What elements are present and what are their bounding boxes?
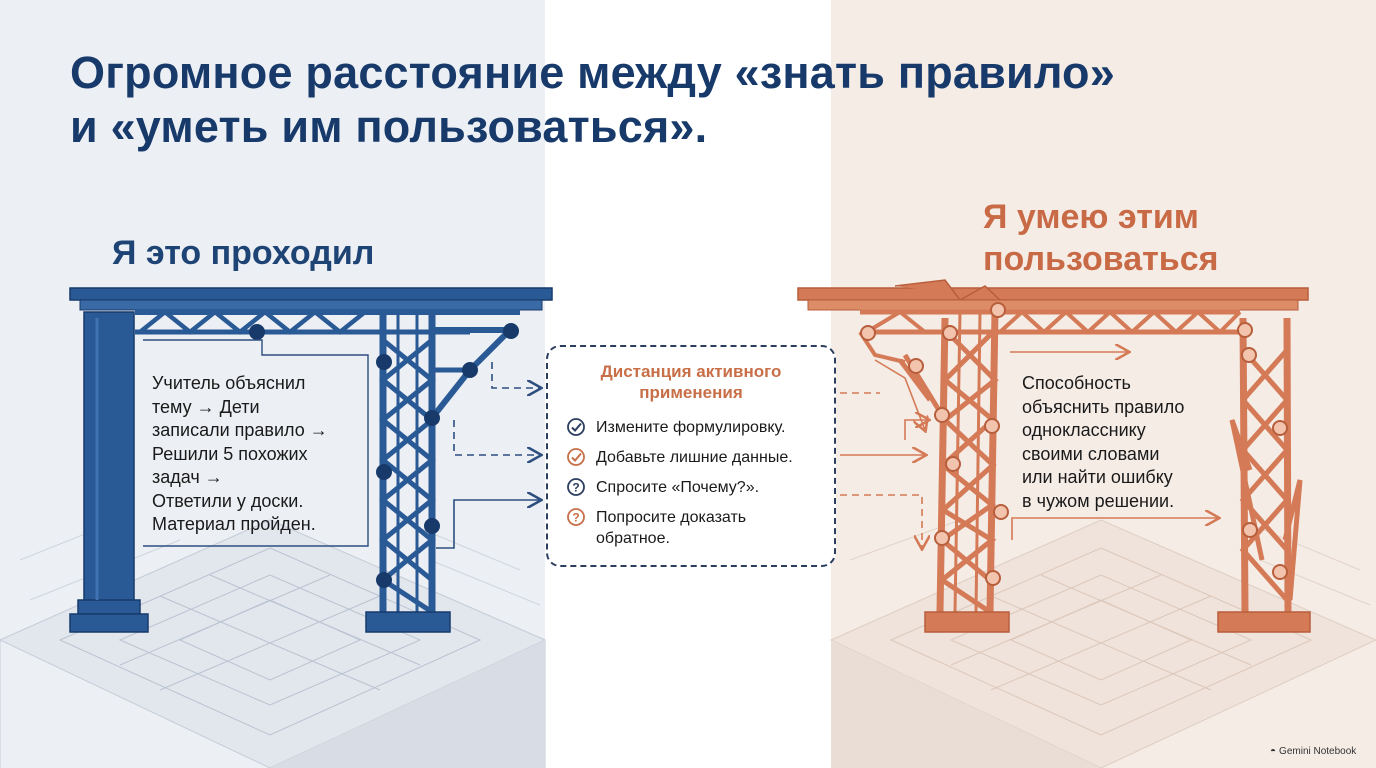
right-heading-line-1: Я умею этим [983,198,1199,236]
orange-structure [797,279,1311,633]
check-circle-icon [567,418,585,436]
right-description-line: своими словами [1022,443,1160,464]
left-heading: Я это проходил [112,234,375,272]
right-heading-line-2: пользоваться [983,240,1219,278]
question-circle-icon: ? [567,478,585,496]
box-title: Дистанция активного применения [548,361,834,403]
check-circle-icon [567,448,585,466]
watermark: ◓Gemini Notebook [1270,746,1356,757]
tip-text-line: Измените формулировку. [596,419,786,436]
blue-beam-cap [79,299,543,311]
orange-truss [858,309,1242,364]
orange-beam-cap [807,299,1299,311]
left-description-line: Материал пройден. [152,514,316,534]
left-description-line: задач → [152,467,223,487]
blue-tower-base [365,611,451,633]
tip-text: Измените формулировку. [596,417,785,438]
svg-text:?: ? [572,511,579,525]
right-description-line: или найти ошибку [1022,467,1173,487]
orange-tower-right [1229,317,1303,613]
right-description-line: Способность [1022,373,1131,393]
box-title-line-2: применения [639,383,743,402]
page-title-line-2: и «уметь им пользоваться». [70,101,708,152]
tip-text: Попросите доказать обратное. [596,507,746,549]
right-description-line: объяснить правило [1022,396,1185,417]
left-description-line: Решили 5 похожих [152,443,308,464]
left-floor-plan [0,519,547,768]
list-item: Измените формулировку. [566,417,793,438]
tip-text-line: Спросите «Почему?». [596,479,760,496]
right-description-line: в чужом решении. [1022,490,1175,511]
left-description-line: Учитель объяснил [152,373,306,393]
blue-structure [69,287,553,633]
page-title-line-1: Огромное расстояние между «знать правило… [70,47,1115,98]
orange-joints [860,302,1288,586]
orange-top-beam [797,287,1309,301]
svg-text:?: ? [572,481,579,495]
left-description-line: Ответили у доски. [152,490,304,511]
tip-text-line: Добавьте лишние данные. [596,449,793,466]
tip-text-line: обратное. [596,530,670,547]
list-item: Добавьте лишние данные. [566,447,793,468]
left-description-line: записали правило → [152,420,328,440]
blue-connectors [436,362,540,549]
question-circle-icon: ? [567,508,585,526]
box-title-line-1: Дистанция активного [600,362,782,381]
tip-text: Добавьте лишние данные. [596,447,793,468]
active-application-box: Дистанция активного применения Измените … [546,345,836,567]
blue-truss [135,309,520,335]
orange-connectors [840,352,1218,548]
right-heading: Я умею этим пользоваться [983,196,1218,280]
right-description: Способность объяснить правило одноклассн… [1022,372,1222,513]
blue-joints [249,323,519,588]
tip-text: Спросите «Почему?». [596,477,759,498]
blue-top-beam [69,287,553,301]
orange-right-base [1217,611,1311,633]
tip-text-line: Попросите доказать [596,509,747,526]
right-description-line: однокласснику [1022,420,1146,440]
list-item: ? Попросите доказать обратное. [566,507,793,549]
right-floor-plan [829,519,1376,768]
watermark-text: Gemini Notebook [1279,746,1357,757]
list-item: ? Спросите «Почему?». [566,477,793,498]
left-description: Учитель объяснил тему → Дети записали пр… [152,372,372,537]
blue-tower [378,312,518,615]
notebook-logo-icon: ◓ [1270,746,1277,757]
orange-tower-base [924,611,1010,633]
blue-column-left [69,311,149,633]
page-title: Огромное расстояние между «знать правило… [70,46,1310,154]
left-description-line: тему → Дети [152,396,260,417]
tips-list: Измените формулировку. Добавьте лишние д… [566,417,793,558]
left-text-bracket [143,339,369,547]
